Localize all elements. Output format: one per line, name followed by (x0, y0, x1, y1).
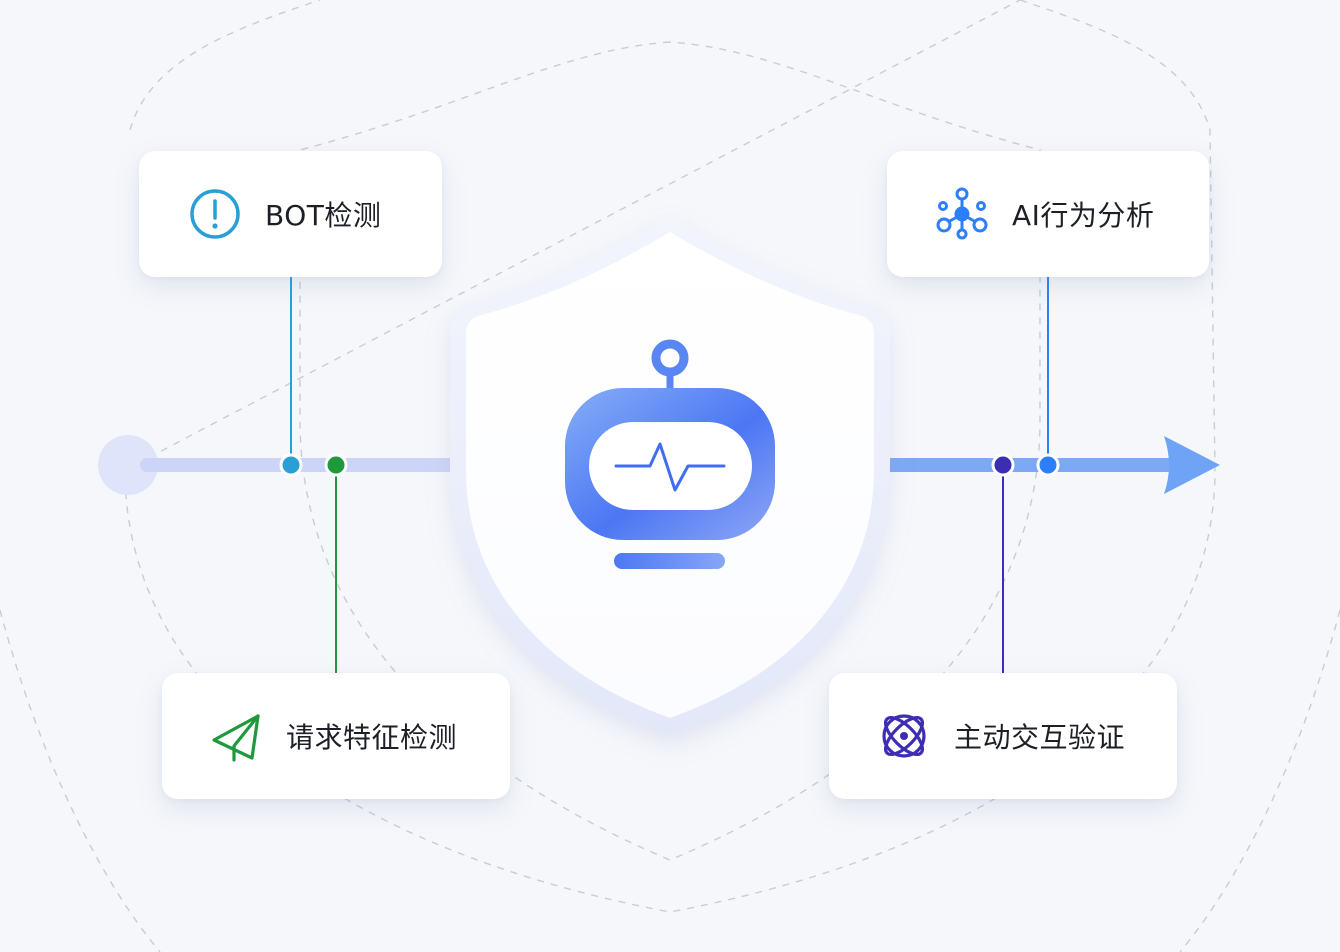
card-label: 请求特征检测 (286, 721, 458, 754)
outer-dashed-contour (124, 0, 1216, 913)
exclamation-circle-icon (187, 186, 243, 242)
pulse-line (614, 442, 726, 492)
card-ai-behavior: AI行为分析 (887, 151, 1209, 277)
card-label: BOT检测 (265, 199, 382, 232)
card-label: 主动交互验证 (954, 721, 1126, 754)
track-right-segment (870, 458, 1180, 472)
robot-screen (589, 422, 752, 510)
lower-left-dashed-arc (0, 609, 161, 952)
card-label: AI行为分析 (1012, 199, 1155, 232)
card-request-feature: 请求特征检测 (162, 673, 510, 799)
robot-monitor-icon (565, 339, 775, 569)
card-bot-detection: BOT检测 (139, 151, 442, 277)
network-nodes-icon (934, 186, 990, 242)
node-ai (1036, 453, 1060, 477)
track-left-segment (140, 458, 470, 472)
track-arrowhead (1164, 436, 1220, 494)
paper-plane-icon (208, 708, 264, 764)
lower-right-dashed-arc (1179, 609, 1340, 952)
track-start-circle (98, 435, 158, 495)
node-bot (279, 453, 303, 477)
node-request (324, 453, 348, 477)
atom-icon (876, 708, 932, 764)
inner-dashed-contour (299, 41, 1041, 861)
node-verify (991, 453, 1015, 477)
robot-base (614, 553, 725, 569)
card-active-verification: 主动交互验证 (829, 673, 1177, 799)
